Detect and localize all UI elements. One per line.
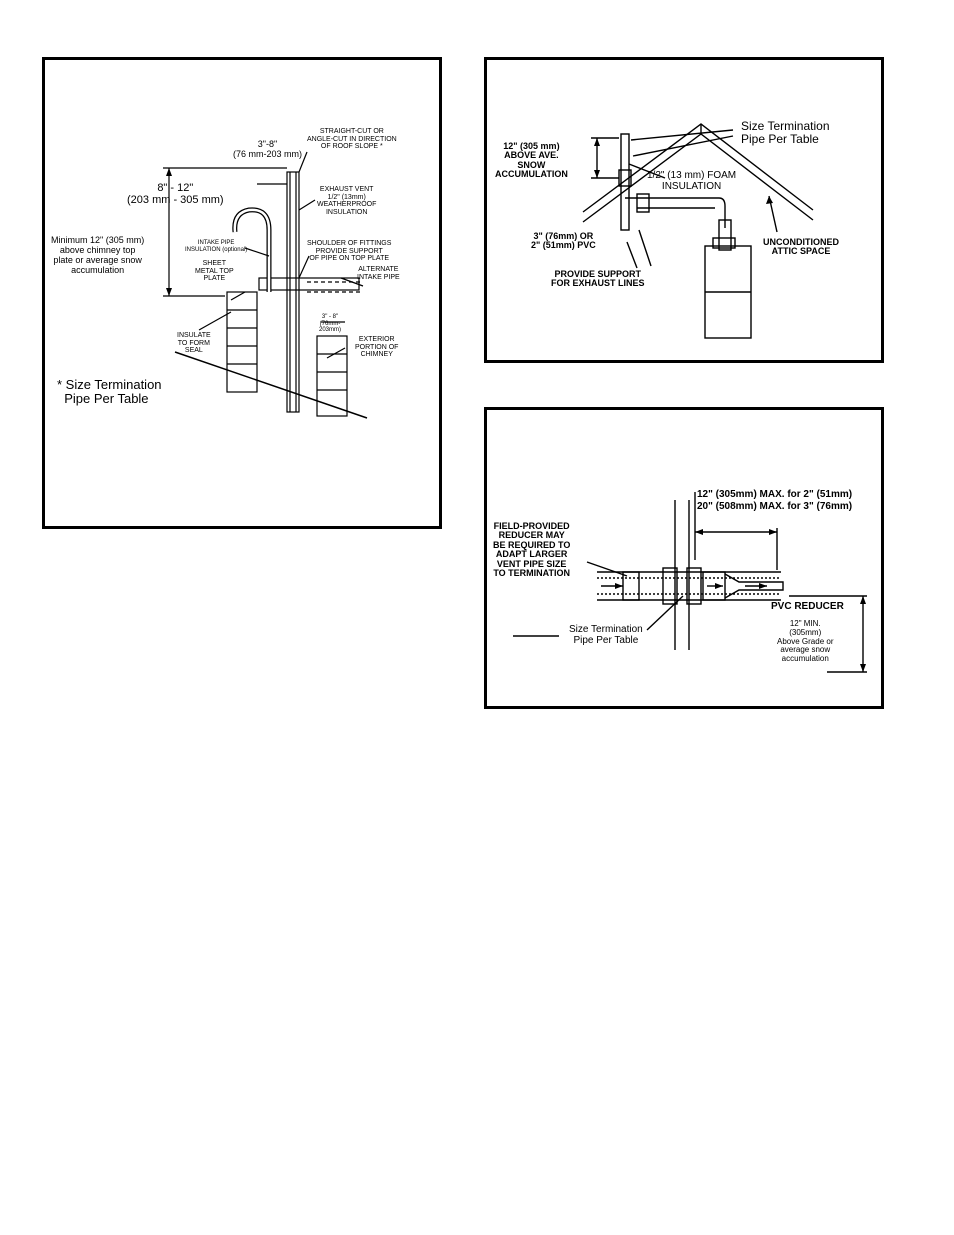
chimney-vent-diagram: 3"-8" (76 mm-203 mm) STRAIGHT-CUT OR ANG… xyxy=(42,57,442,529)
above-snow-label: 12" (305 mm) ABOVE AVE. SNOW ACCUMULATIO… xyxy=(495,141,568,180)
insulate-seal-label: INSULATE TO FORM SEAL xyxy=(177,332,211,355)
unconditioned-attic-label: UNCONDITIONED ATTIC SPACE xyxy=(763,237,839,257)
chimney-drawing xyxy=(163,151,368,419)
offset-top-label: 3"-8" (76 mm-203 mm) xyxy=(233,139,303,159)
max-2in-label: 12" (305mm) MAX. for 2" (51mm) xyxy=(697,489,853,500)
wall-size-term-label: Size Termination Pipe Per Table xyxy=(569,624,643,646)
offset-small-label: 3" - 8" (76mm- 203mm) xyxy=(319,314,342,334)
alternate-intake-label: ALTERNATE INTAKE PIPE xyxy=(357,266,400,281)
sidewall-vent-diagram: 12" (305mm) MAX. for 2" (51mm) 20" (508m… xyxy=(484,407,884,709)
field-reducer-label: FIELD-PROVIDED REDUCER MAY BE REQUIRED T… xyxy=(493,521,571,579)
sheet-metal-label: SHEET METAL TOP PLATE xyxy=(195,260,234,283)
footnote-label: * Size Termination Pipe Per Table xyxy=(57,377,162,407)
exhaust-vent-label: EXHAUST VENT 1/2" (13mm) WEATHERPROOF IN… xyxy=(317,186,377,217)
attic-vent-diagram: Size Termination Pipe Per Table 12" (305… xyxy=(484,57,884,363)
sidewall-drawing xyxy=(513,492,867,673)
min-12-label: 12" MIN. (305mm) Above Grade or average … xyxy=(777,619,834,664)
shoulder-fittings-label: SHOULDER OF FITTINGS PROVIDE SUPPORT OF … xyxy=(307,240,392,263)
pvc-size-label: 3" (76mm) OR 2" (51mm) PVC xyxy=(531,231,596,251)
attic-drawing xyxy=(582,123,814,339)
intake-insulation-label: INTAKE PIPE INSULATION (optional) xyxy=(185,240,248,253)
support-exhaust-label: PROVIDE SUPPORT FOR EXHAUST LINES xyxy=(551,269,645,289)
foam-insulation-label: 1/2" (13 mm) FOAM INSULATION xyxy=(647,170,737,192)
attic-size-term-label: Size Termination Pipe Per Table xyxy=(741,119,830,147)
straight-cut-label: STRAIGHT-CUT OR ANGLE-CUT IN DIRECTION O… xyxy=(307,128,397,151)
pvc-reducer-label: PVC REDUCER xyxy=(771,601,844,612)
max-3in-label: 20" (508mm) MAX. for 3" (76mm) xyxy=(697,501,853,512)
exterior-chimney-label: EXTERIOR PORTION OF CHIMNEY xyxy=(355,336,399,359)
height-range-label: 8" - 12" (203 mm - 305 mm) xyxy=(127,182,224,207)
minimum-height-label: Minimum 12" (305 mm) above chimney top p… xyxy=(51,235,145,275)
